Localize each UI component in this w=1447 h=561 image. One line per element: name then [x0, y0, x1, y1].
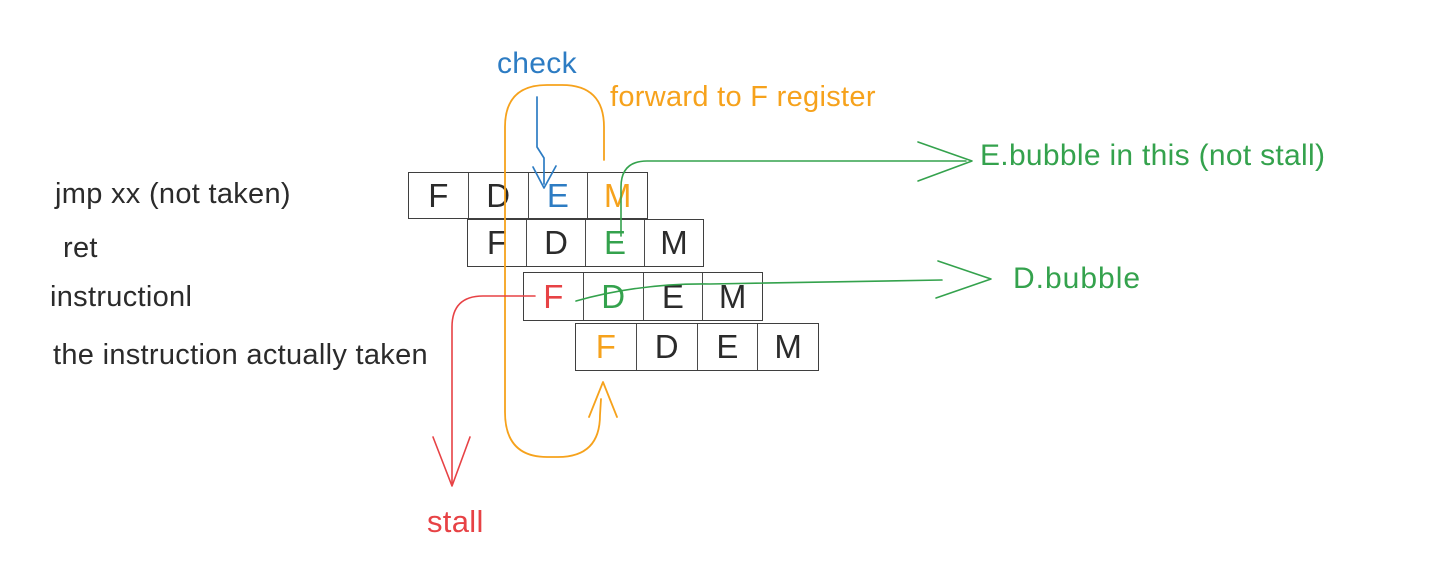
stage-cell-d: D — [635, 324, 697, 370]
stage-cell-m: M — [702, 273, 762, 320]
stage-letter: E — [603, 224, 626, 261]
stage-cell-e: E — [696, 324, 758, 370]
stage-cell-m: M — [757, 324, 818, 370]
pipeline-row-ret: F D E M — [467, 219, 704, 267]
annotation-forward-to-f-register: forward to F register — [610, 81, 876, 113]
stage-cell-m: M — [587, 173, 647, 218]
stage-letter: D — [654, 328, 679, 365]
stage-letter: F — [543, 277, 564, 315]
stage-letter: E — [661, 277, 684, 315]
stage-cell-d: D — [467, 173, 528, 218]
label-instruction: instructionl — [50, 281, 193, 313]
stall-arrow — [432, 295, 536, 487]
stage-letter: D — [486, 176, 511, 214]
stage-letter: F — [486, 224, 508, 261]
annotation-check: check — [497, 47, 577, 80]
stage-cell-d: D — [582, 273, 643, 320]
stage-cell-e: E — [642, 273, 703, 320]
stage-cell-d: D — [526, 220, 585, 266]
stage-letter: E — [716, 328, 739, 365]
stage-letter: M — [718, 277, 747, 315]
stage-cell-m: M — [644, 220, 703, 266]
stage-letter: D — [601, 277, 626, 315]
label-instruction-actually-taken: the instruction actually taken — [53, 339, 428, 371]
annotation-d-bubble: D.bubble — [1013, 262, 1142, 295]
stage-letter: F — [595, 328, 616, 365]
pipeline-row-jmp: F D E M — [408, 172, 648, 219]
stage-cell-f: F — [468, 220, 526, 266]
stage-cell-e: E — [585, 220, 644, 266]
label-jmp-not-taken: jmp xx (not taken) — [55, 178, 291, 210]
stage-letter: M — [660, 224, 688, 261]
stage-letter: F — [428, 176, 449, 214]
stage-cell-f: F — [576, 324, 636, 370]
annotation-stall: stall — [427, 504, 484, 539]
pipeline-row-instruction: F D E M — [523, 272, 763, 321]
forward-loop-arrow — [504, 84, 618, 458]
stage-letter: D — [544, 224, 568, 261]
stage-cell-f: F — [524, 273, 583, 320]
stage-cell-f: F — [409, 173, 468, 218]
stage-letter: E — [546, 176, 569, 214]
annotation-e-bubble: E.bubble in this (not stall) — [980, 139, 1326, 172]
pipeline-row-taken: F D E M — [575, 323, 819, 371]
stage-letter: M — [774, 328, 802, 365]
stage-letter: M — [603, 176, 632, 214]
stage-cell-e: E — [527, 173, 588, 218]
label-ret: ret — [63, 232, 98, 264]
